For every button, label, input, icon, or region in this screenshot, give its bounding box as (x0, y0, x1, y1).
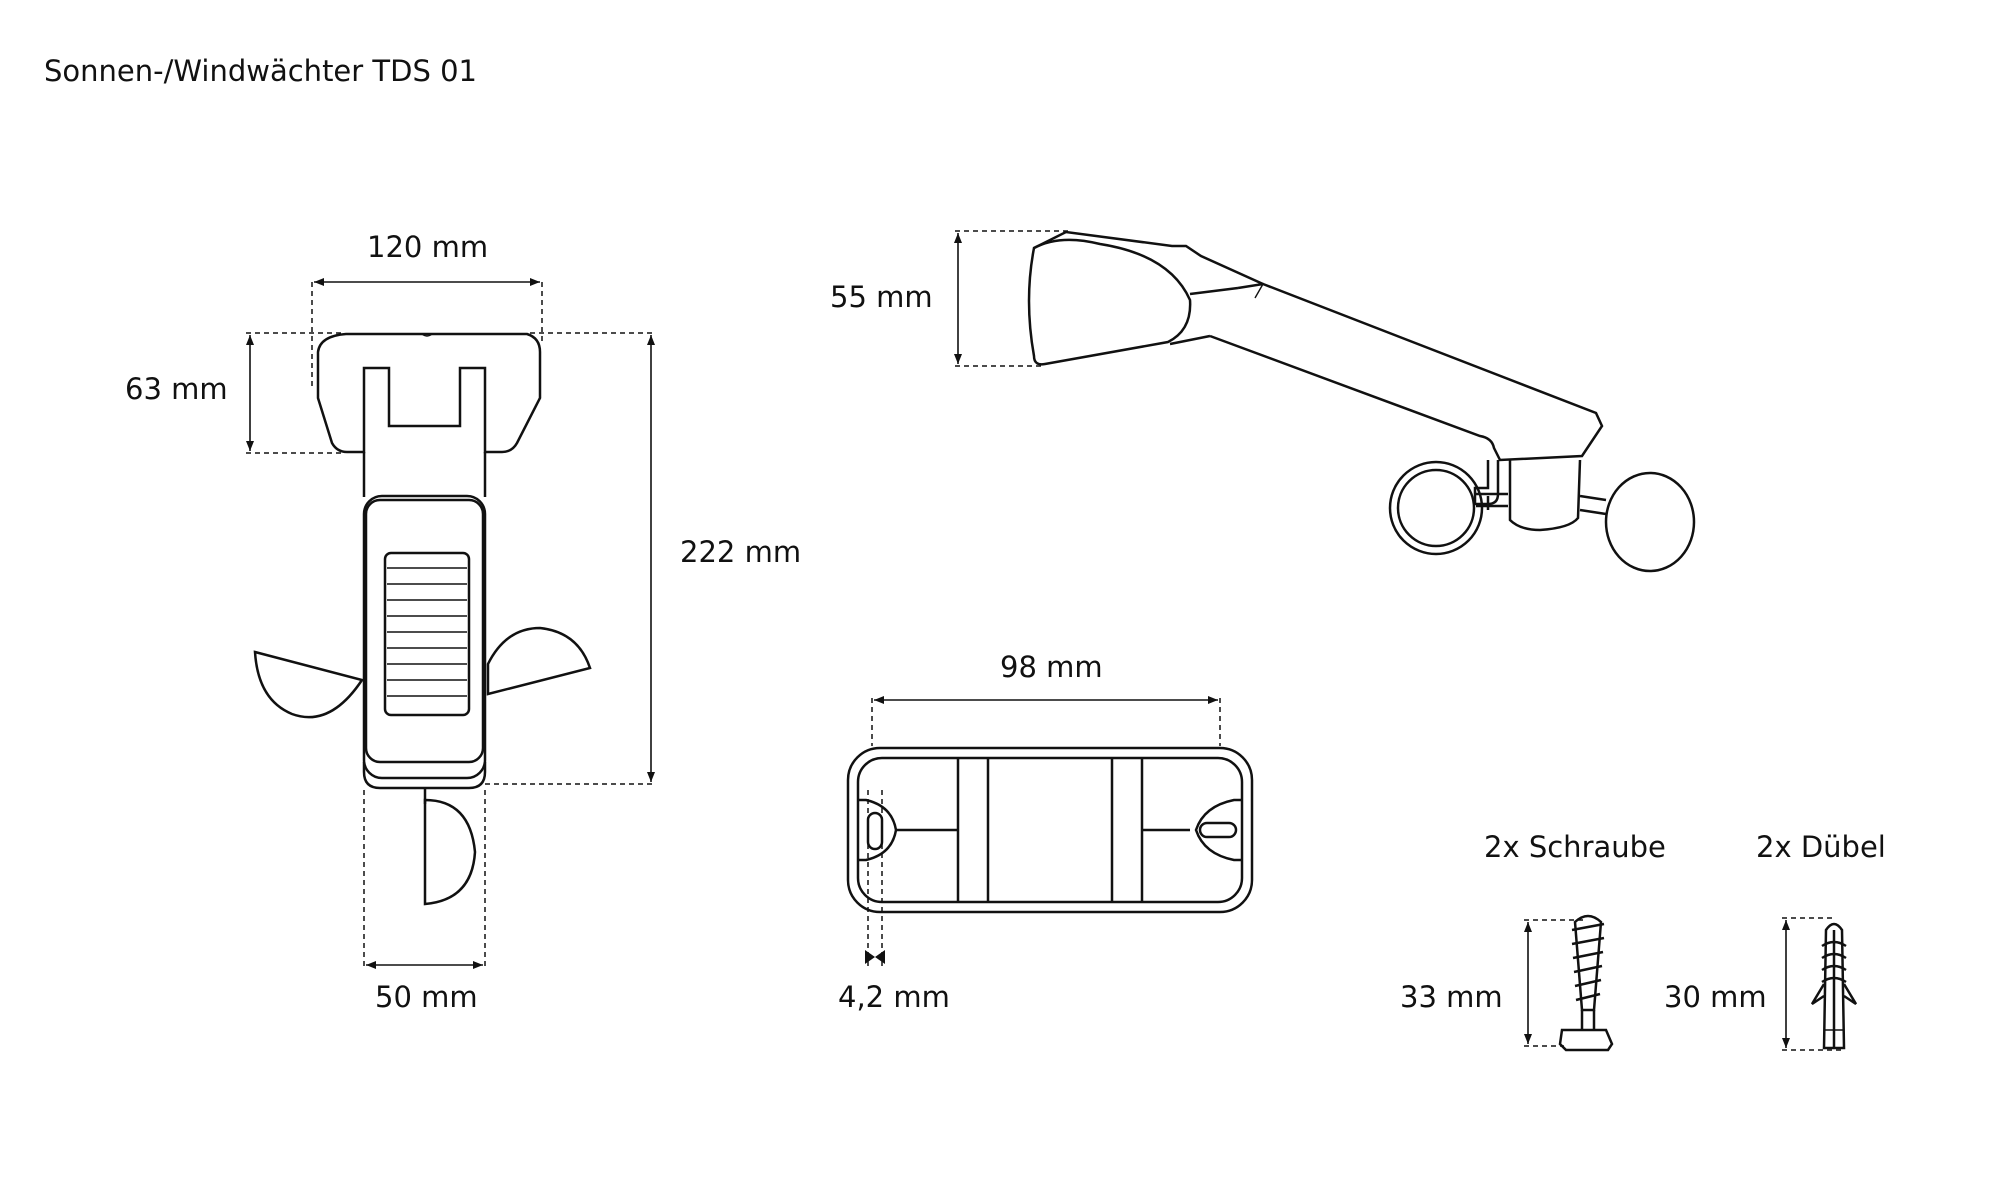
front-head-height-label: 63 mm (125, 372, 228, 406)
solar-cells (387, 567, 467, 697)
wall-bracket (846, 746, 1254, 914)
dowel-dimensions (1782, 917, 1844, 1051)
screw-dimensions (1524, 919, 1586, 1047)
front-total-height-label: 222 mm (680, 535, 802, 569)
bracket-hole-label: 4,2 mm (838, 980, 950, 1014)
page-title: Sonnen-/Windwächter TDS 01 (44, 54, 477, 88)
bracket-width-label: 98 mm (1000, 650, 1103, 684)
screw-drawing (1558, 914, 1614, 1052)
front-view-dimensions (246, 278, 655, 969)
bracket-dimensions (865, 696, 1221, 970)
screw-heading: 2x Schraube (1484, 830, 1666, 864)
side-view-dimensions (954, 230, 1068, 367)
dowel-length-label: 30 mm (1664, 980, 1767, 1014)
front-view-device (253, 332, 592, 906)
dowel-heading: 2x Dübel (1756, 830, 1886, 864)
dowel-drawing (1810, 922, 1858, 1050)
front-bottom-width-label: 50 mm (375, 980, 478, 1014)
screw-length-label: 33 mm (1400, 980, 1503, 1014)
front-width-label: 120 mm (367, 230, 489, 264)
side-height-label: 55 mm (830, 280, 933, 314)
side-view-device (1027, 230, 1696, 573)
